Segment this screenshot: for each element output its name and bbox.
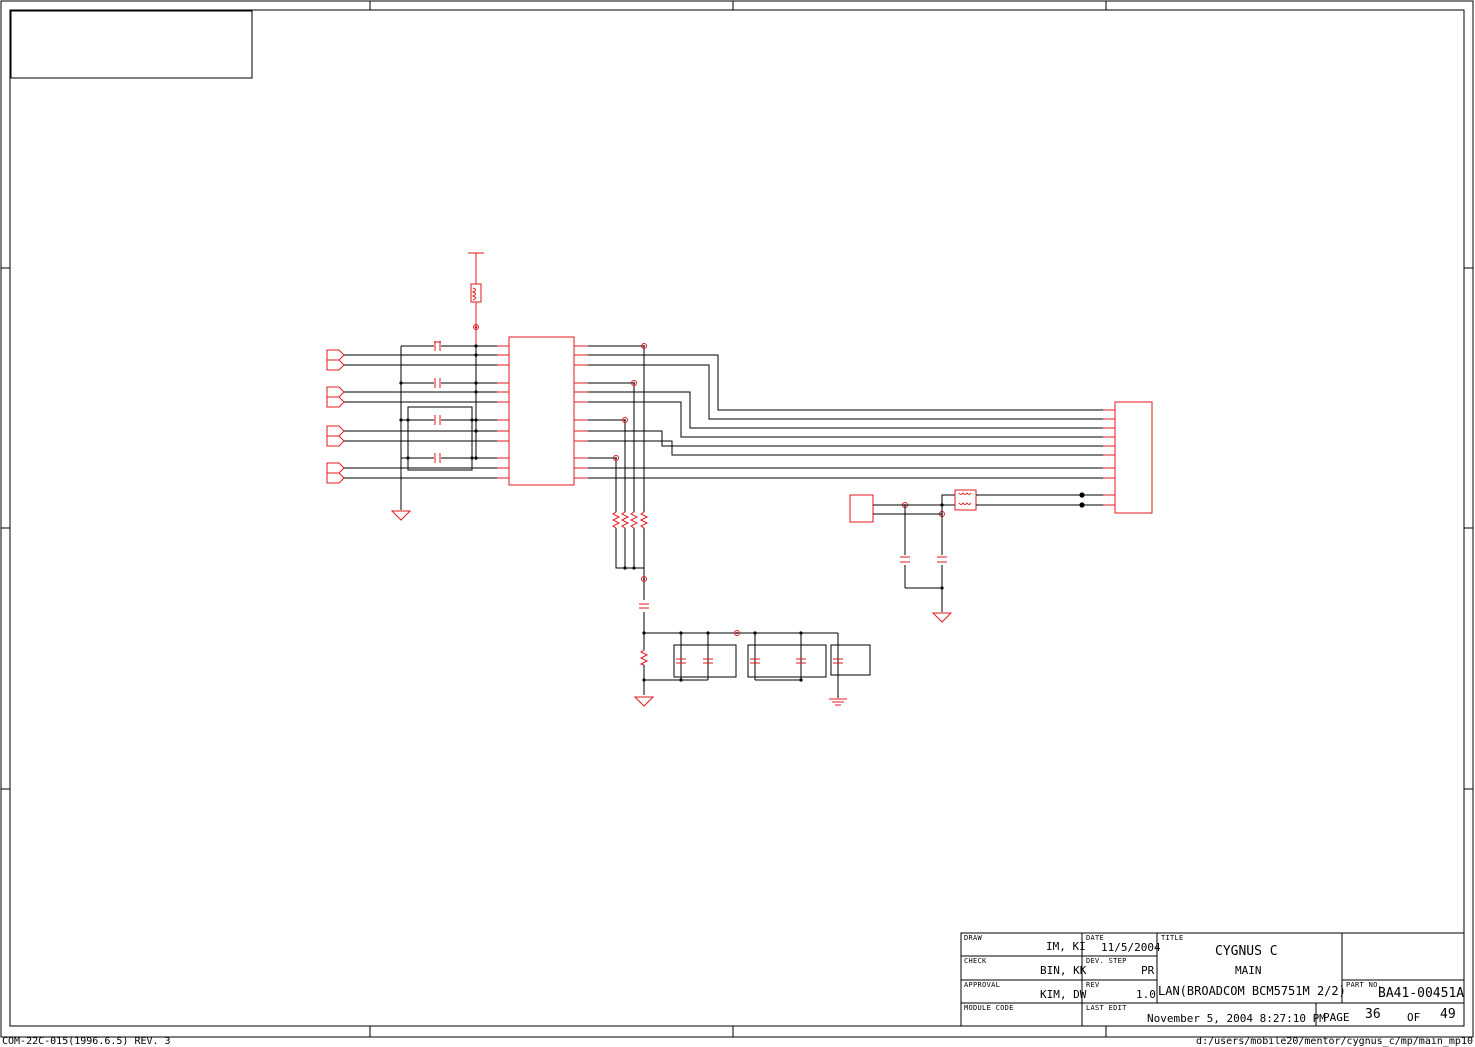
test-points bbox=[613, 343, 945, 636]
page-label: PAGE bbox=[1323, 1011, 1350, 1024]
last-edit-value: November 5, 2004 8:27:10 PM bbox=[1147, 1012, 1326, 1025]
lan-transformer bbox=[497, 336, 588, 486]
title-line-1: CYGNUS C bbox=[1215, 944, 1278, 959]
approval-label: APPROVAL bbox=[964, 981, 1001, 989]
date-value: 11/5/2004 bbox=[1101, 941, 1161, 954]
connector-pins bbox=[326, 349, 345, 484]
of-label: OF bbox=[1407, 1011, 1421, 1024]
rj45-connector bbox=[1103, 401, 1153, 514]
dev-step-label: DEV. STEP bbox=[1086, 957, 1127, 965]
check-label: CHECK bbox=[964, 957, 987, 965]
test-point-dots bbox=[615, 345, 943, 634]
file-path: d:/users/mobile20/mentor/cygnus_c/mp/mai… bbox=[1196, 1036, 1473, 1047]
page-total: 49 bbox=[1440, 1007, 1456, 1022]
approval-value: KIM, DW bbox=[1040, 988, 1087, 1001]
form-code: COM-22C-015(1996.6.5) REV. 3 bbox=[2, 1036, 171, 1047]
ground-symbol-left bbox=[390, 510, 412, 521]
left-junctions bbox=[399, 344, 478, 460]
led-section bbox=[849, 489, 1103, 623]
led-junctions bbox=[940, 492, 1085, 590]
page-number: 36 bbox=[1365, 1007, 1381, 1022]
title-line-3: LAN(BROADCOM BCM5751M 2/2) bbox=[1158, 984, 1346, 998]
part-no-value: BA41-00451A bbox=[1378, 986, 1465, 1001]
title-label: TITLE bbox=[1161, 934, 1184, 942]
rev-value: 1.0 bbox=[1136, 988, 1156, 1001]
signal-junctions bbox=[623, 566, 803, 682]
rev-label: REV bbox=[1086, 981, 1100, 989]
termination-resistors bbox=[611, 511, 649, 666]
date-label: DATE bbox=[1086, 934, 1105, 942]
dev-step-value: PR bbox=[1141, 964, 1155, 977]
part-no-label: PART NO. bbox=[1346, 981, 1383, 989]
left-wires bbox=[344, 345, 497, 510]
vcc-supply bbox=[468, 252, 484, 345]
ground-symbol-bottom bbox=[633, 696, 655, 707]
bypass-capacitor-group bbox=[673, 633, 871, 706]
title-block-frame bbox=[960, 932, 1465, 1027]
draw-label: DRAW bbox=[964, 934, 983, 942]
revision-box bbox=[10, 10, 253, 79]
module-code-label: MODULE CODE bbox=[964, 1004, 1014, 1012]
signal-wires bbox=[588, 345, 1103, 695]
title-line-2: MAIN bbox=[1235, 964, 1262, 977]
left-capacitors bbox=[434, 341, 441, 463]
draw-value: IM, KI bbox=[1046, 940, 1086, 953]
check-value: BIN, KK bbox=[1040, 964, 1087, 977]
last-edit-label: LAST EDIT bbox=[1086, 1004, 1127, 1012]
